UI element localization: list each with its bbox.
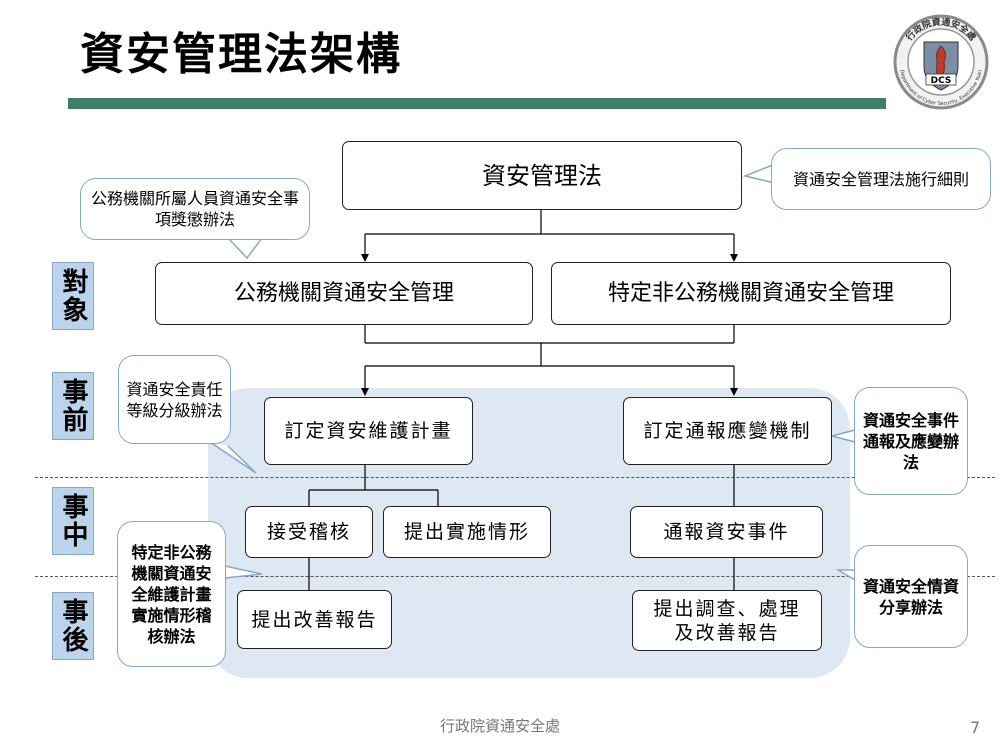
phase-after-label: 事後 bbox=[52, 592, 94, 660]
phase-target-label: 對象 bbox=[52, 262, 94, 330]
investigation-report-box: 提出調查、處理 及改善報告 bbox=[632, 590, 822, 651]
info-sharing-callout: 資通安全情資分享辦法 bbox=[854, 545, 968, 648]
investigation-report-line1: 提出調查、處理 bbox=[653, 597, 801, 620]
report-incident-box: 通報資安事件 bbox=[630, 506, 823, 558]
public-agency-box: 公務機關資通安全管理 bbox=[155, 262, 533, 325]
response-mechanism-box: 訂定通報應變機制 bbox=[623, 397, 832, 465]
phase-during-label: 事中 bbox=[52, 487, 94, 555]
law-box: 資安管理法 bbox=[342, 141, 742, 210]
divider-before-during bbox=[35, 477, 995, 478]
logo-emblem-text: DCS bbox=[931, 76, 952, 86]
investigation-report-line2: 及改善報告 bbox=[674, 621, 780, 644]
page-number: 7 bbox=[970, 718, 981, 737]
audit-method-callout: 特定非公務機關資通安全維護計畫實施情形稽核辦法 bbox=[117, 521, 226, 667]
footer-organization: 行政院資通安全處 bbox=[439, 717, 560, 735]
incident-reporting-callout: 資通安全事件通報及應變辦法 bbox=[854, 387, 968, 495]
private-agency-box: 特定非公務機關資通安全管理 bbox=[551, 262, 951, 325]
divider-during-after bbox=[35, 576, 995, 577]
security-plan-box: 訂定資安維護計畫 bbox=[264, 397, 473, 465]
dcs-logo: DCS 行政院資通安全處 Department of Cyber Securit… bbox=[886, 12, 996, 112]
responsibility-levels-callout: 資通安全責任等級分級辦法 bbox=[118, 355, 231, 444]
title-underline bbox=[68, 98, 886, 109]
phase-before-label: 事前 bbox=[52, 372, 94, 440]
submit-improvement-box: 提出改善報告 bbox=[237, 590, 392, 649]
reward-punish-callout: 公務機關所屬人員資通安全事項獎懲辦法 bbox=[80, 178, 310, 240]
submit-status-box: 提出實施情形 bbox=[383, 506, 551, 558]
enforcement-rules-callout: 資通安全管理法施行細則 bbox=[771, 148, 991, 210]
page-title: 資安管理法架構 bbox=[80, 29, 402, 80]
accept-audit-box: 接受稽核 bbox=[245, 506, 373, 558]
